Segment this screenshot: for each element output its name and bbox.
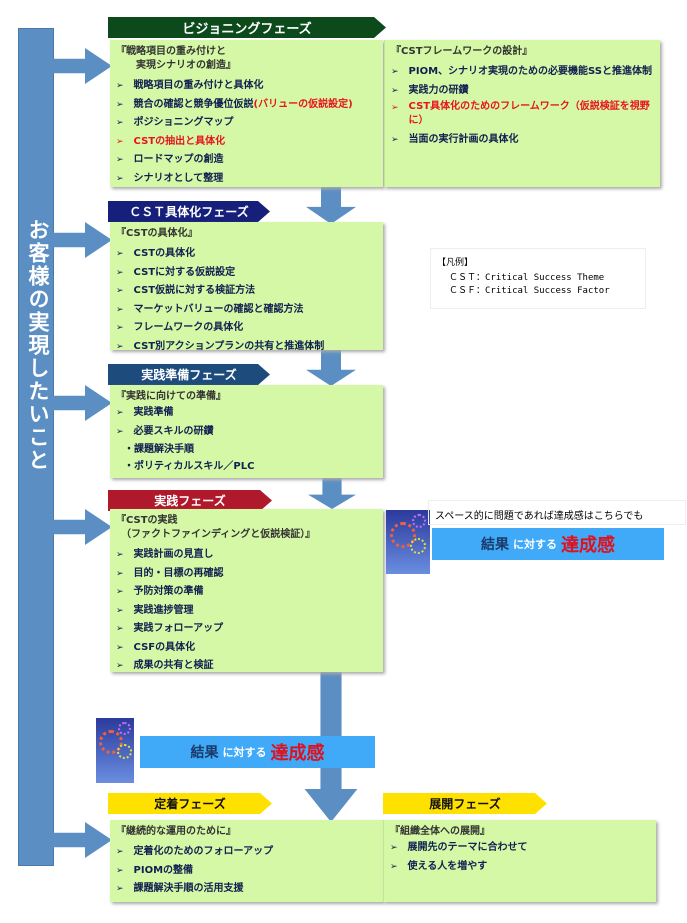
- customer-goal-label: お客様の実現したいこと: [26, 219, 50, 472]
- list-item: CSTの抽出と具体化: [116, 133, 377, 152]
- right-arrow-icon: [52, 385, 112, 421]
- list-item: 実践フォローアップ: [116, 620, 377, 639]
- box-title: 『組織全体への展開』: [390, 826, 490, 837]
- legend-title: 【凡例】: [437, 258, 474, 268]
- list-item: 使える人を増やす: [390, 858, 650, 877]
- list-item: シナリオとして整理: [116, 170, 377, 189]
- phase-header-prep: 実践準備フェーズ: [108, 364, 270, 385]
- right-arrow-icon: [52, 822, 112, 858]
- legend-line: ＣＳＦ：Critical Success Factor: [449, 286, 610, 296]
- right-arrow-icon: [52, 222, 112, 258]
- list-item: 必要スキルの研鑽: [116, 423, 377, 442]
- customer-goal-bar: お客様の実現したいこと: [18, 28, 54, 866]
- phase-header-vision: ビジョニングフェーズ: [108, 17, 386, 38]
- list-item: 予防対策の準備: [116, 583, 377, 602]
- list-item: フレームワークの具体化: [116, 319, 377, 338]
- list-item: 目的・目標の再確認: [116, 565, 377, 584]
- box-title: 『戦略項目の重み付けと 実現シナリオの創造』: [116, 46, 236, 71]
- list-item: 実践準備: [116, 404, 377, 423]
- sub-item: 課題解決手順: [116, 441, 377, 458]
- down-arrow-icon: [308, 477, 356, 509]
- list-item: 実践力の研鑽: [391, 82, 654, 101]
- list-item: 課題解決手順の活用支援: [116, 880, 377, 899]
- list-item: CST具体化のためのフレームワーク（仮説検証を視野に）: [391, 100, 654, 131]
- list-item: ポジショニングマップ: [116, 114, 377, 133]
- list-item: 実践計画の見直し: [116, 546, 377, 565]
- list-item: PIOM、シナリオ実現のための必要機能SSと推進体制: [391, 63, 654, 82]
- list-item: 競合の確認と競争優位仮説(バリューの仮説設定): [116, 96, 377, 115]
- list-item: 戦略項目の重み付けと具体化: [116, 77, 377, 96]
- achievement-banner: 結果に対する達成感: [432, 528, 664, 560]
- list-item: CST別アクションプランの共有と推進体制: [116, 338, 377, 357]
- achievement-banner: 結果に対する達成感: [140, 736, 375, 768]
- phase-header-expand: 展開フェーズ: [383, 793, 547, 814]
- down-arrow-icon: [306, 186, 356, 224]
- phase-header-cst: ＣＳＴ具体化フェーズ: [108, 201, 270, 222]
- sub-item: ポリティカルスキル／PLC: [116, 458, 377, 475]
- list-item: CSTに対する仮説設定: [116, 264, 377, 283]
- vision-right-box: 『CSTフレームワークの設計』 PIOM、シナリオ実現のための必要機能SSと推進…: [384, 40, 660, 187]
- list-item: ロードマップの創造: [116, 151, 377, 170]
- vision-left-box: 『戦略項目の重み付けと 実現シナリオの創造』 戦略項目の重み付けと具体化 競合の…: [110, 40, 383, 187]
- right-arrow-icon: [52, 48, 112, 84]
- list-item: マーケットバリューの確認と確認方法: [116, 301, 377, 320]
- list-item: 成果の共有と検証: [116, 657, 377, 676]
- list-item: 定着化のためのフォローアップ: [116, 843, 377, 862]
- phase-header-settle: 定着フェーズ: [108, 793, 272, 814]
- settle-box: 『継続的な運用のために』 定着化のためのフォローアップ PIOMの整備 課題解決…: [110, 820, 383, 902]
- prep-box: 『実践に向けての準備』 実践準備 必要スキルの研鑽 課題解決手順 ポリティカルス…: [110, 385, 383, 478]
- box-title: 『CSTの実践 （ファクトファインディングと仮説検証）』: [116, 515, 316, 540]
- phase-header-practice: 実践フェーズ: [108, 490, 272, 511]
- list-item: PIOMの整備: [116, 862, 377, 881]
- legend-box: 【凡例】 ＣＳＴ：Critical Success Theme ＣＳＦ：Crit…: [430, 248, 646, 309]
- list-item: 当面の実行計画の具体化: [391, 131, 654, 150]
- legend-line: ＣＳＴ：Critical Success Theme: [449, 273, 605, 283]
- list-item: 展開先のテーマに合わせて: [390, 839, 650, 858]
- cst-box: 『CSTの具体化』 CSTの具体化 CSTに対する仮説設定 CST仮説に対する検…: [110, 222, 383, 352]
- expand-box: 『組織全体への展開』 展開先のテーマに合わせて 使える人を増やす: [383, 820, 656, 902]
- fireworks-image: [386, 510, 430, 574]
- side-note: スペース的に問題であれば達成感はこちらでも: [428, 500, 686, 525]
- list-item: CSTの具体化: [116, 245, 377, 264]
- list-item: 実践進捗管理: [116, 602, 377, 621]
- right-arrow-icon: [52, 509, 112, 545]
- practice-box: 『CSTの実践 （ファクトファインディングと仮説検証）』 実践計画の見直し 目的…: [110, 509, 383, 672]
- box-title: 『実践に向けての準備』: [116, 391, 226, 402]
- fireworks-image: [96, 718, 134, 783]
- box-title: 『継続的な運用のために』: [116, 826, 236, 837]
- list-item: CSFの具体化: [116, 639, 377, 658]
- list-item: CST仮説に対する検証方法: [116, 282, 377, 301]
- box-title: 『CSTフレームワークの設計』: [391, 46, 533, 57]
- box-title: 『CSTの具体化』: [116, 228, 198, 239]
